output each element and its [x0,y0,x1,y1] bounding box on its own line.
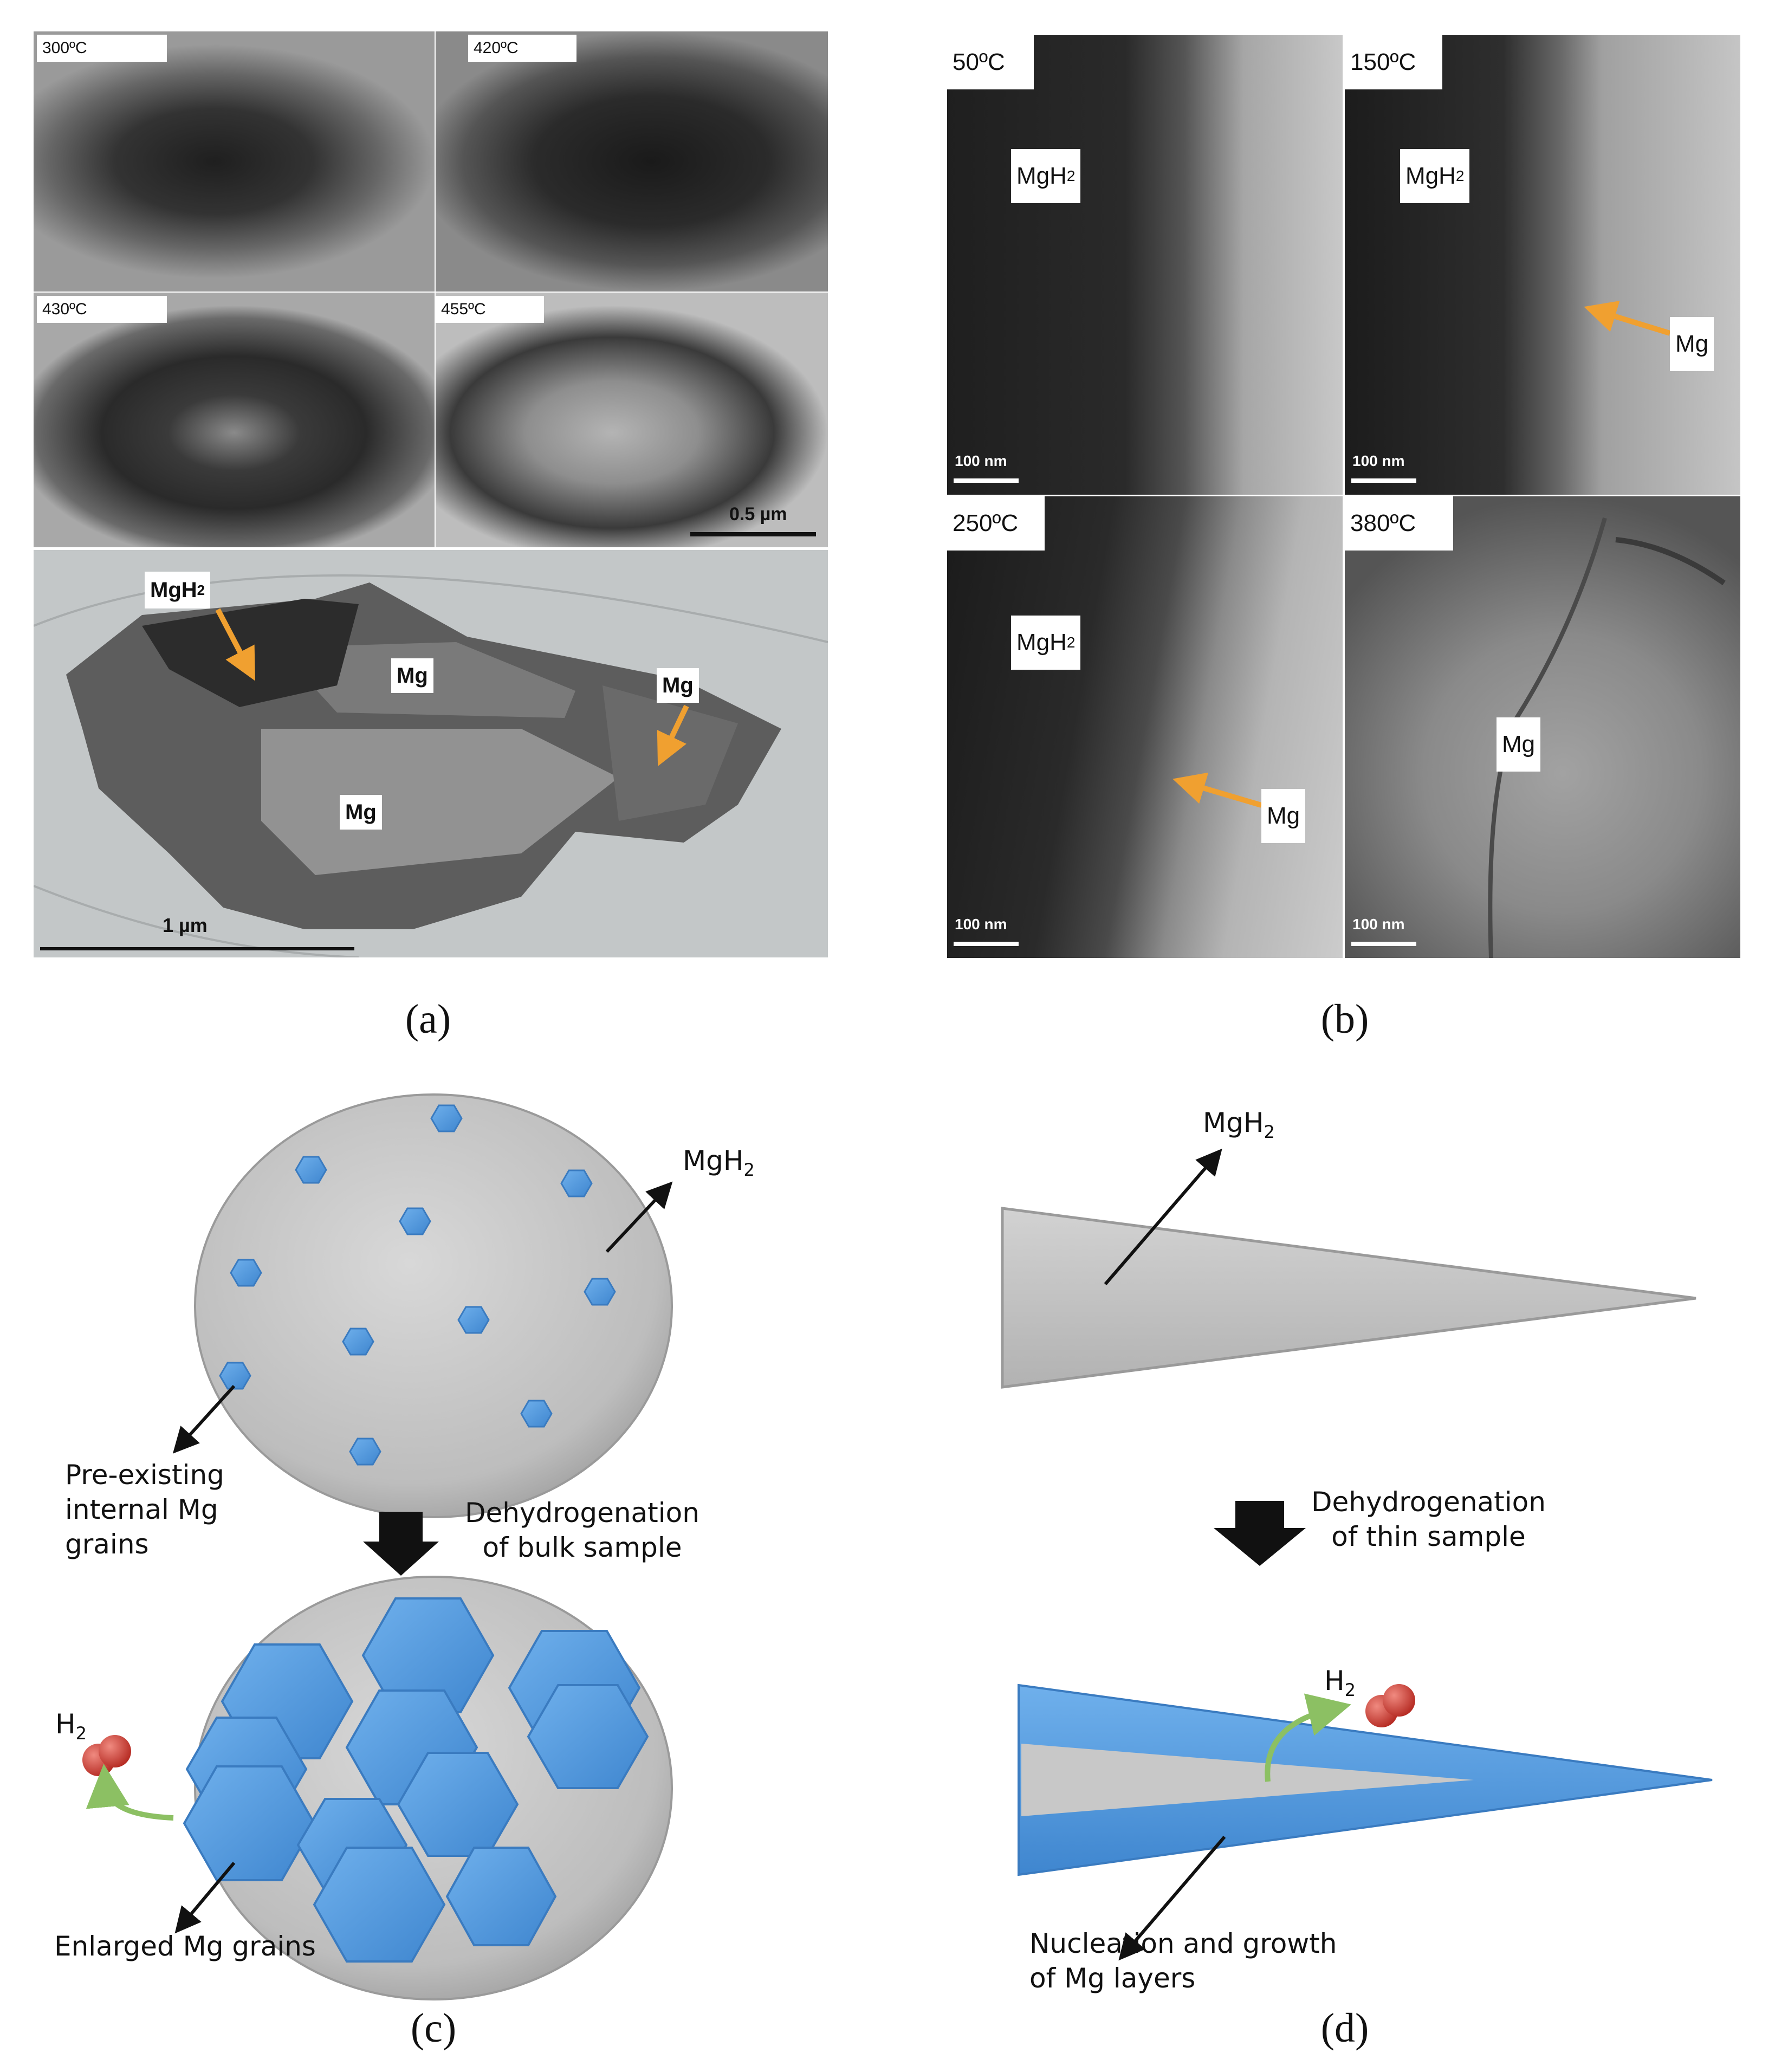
bulk-sample-schematic [82,1093,673,2000]
mg-label: Mg [1261,789,1306,843]
h2-molecule-icon [82,1735,131,1776]
micrograph-420c: 420ºC [436,31,828,292]
orange-arrows [215,608,689,767]
micrograph-455c: 455ºC 0.5 µm [436,293,828,547]
scale-bar [1351,478,1416,483]
mgh2-particle [194,1093,673,1518]
temp-label: 455ºC [436,296,544,323]
thin-sample-schematic [1001,1148,1713,1961]
mgh2-core [1021,1744,1474,1816]
orange-arrow [1172,772,1262,808]
scale-bar [40,947,354,950]
temp-label: 430ºC [37,296,167,323]
temp-label: 50ºC [947,35,1034,89]
mg-label: Mg [1497,717,1541,772]
panel-caption: (b) [1320,996,1369,1042]
panel-caption: (c) [410,2005,457,2051]
scale-bar [1351,942,1416,946]
h2-molecule-icon [1365,1684,1415,1727]
mg-label: Mg [657,668,699,703]
scale-bar-label: 100 nm [1352,452,1405,469]
scale-bar-label: 100 nm [955,452,1007,469]
enlarged-mg-grains [183,1597,649,1963]
mg-label: Mg [391,658,433,693]
micrograph-380c: 380ºC Mg 100 nm [1345,496,1740,958]
orange-arrow [1584,301,1671,336]
scale-bar [954,942,1019,946]
h2-label: H2 [55,1708,87,1744]
enlarged-grains-label: Enlarged Mg grains [54,1931,316,1962]
panel-caption: (a) [405,996,451,1042]
dehydrogenation-label: Dehydrogenation of bulk sample [465,1497,699,1563]
mgh2-wedge [1001,1207,1696,1389]
micrograph-430c: 430ºC [34,293,435,547]
small-mg-grains [219,1104,616,1466]
temp-label: 300ºC [37,35,167,62]
micrograph-300c: 300ºC [34,31,435,292]
panel-caption: (d) [1320,2005,1369,2051]
down-arrow [363,1512,439,1576]
grain-boundaries [1488,517,1726,958]
temp-label: 250ºC [947,496,1045,551]
temp-label: 150ºC [1345,35,1442,89]
temp-label: 420ºC [468,35,576,62]
dehydrogenation-label: Dehydrogenation of thin sample [1311,1486,1546,1552]
mg-label: Mg [1670,317,1714,371]
scale-bar-label: 100 nm [1352,916,1405,933]
mgh2-label: MgH2 [1203,1107,1275,1142]
nucleation-label: Nucleation and growth of Mg layers [1029,1928,1337,1994]
h2-label: H2 [1324,1665,1356,1700]
scale-bar-label: 0.5 µm [729,504,787,525]
preexisting-grains-label: Pre-existing internal Mg grains [65,1459,224,1560]
down-arrow [1214,1501,1306,1566]
temp-label: 380ºC [1345,496,1453,551]
scale-bar-label: 100 nm [955,916,1007,933]
scale-bar-label: 1 µm [163,914,208,936]
scale-bar [690,532,816,536]
scale-bar [954,478,1019,483]
mg-label: Mg [340,795,382,830]
mgh2-label: MgH2 [683,1145,755,1180]
